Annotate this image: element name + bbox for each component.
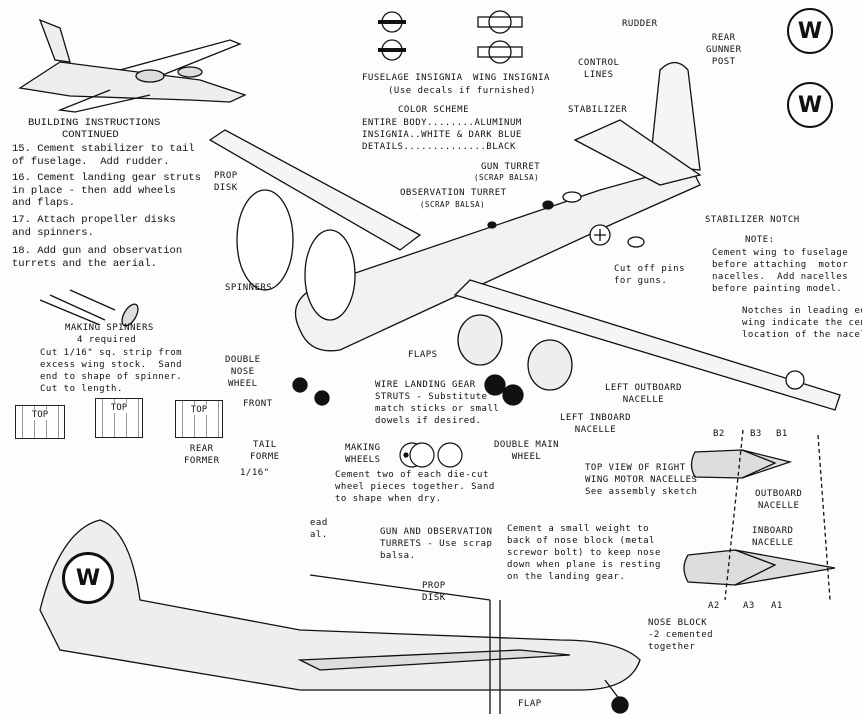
wheel-pieces-icon <box>399 442 463 468</box>
cut-off-text-fragment: ead al. <box>310 518 328 540</box>
b29-exploded-view-drawing <box>39 61 841 411</box>
nacelle-view-title: TOP VIEW OF RIGHT WING MOTOR NACELLES Se… <box>585 463 698 497</box>
w-decal-top: W <box>787 8 833 54</box>
left-outboard-nacelle-label: LEFT OUTBOARD NACELLE <box>605 383 682 405</box>
outboard-nacelle-label: OUTBOARD NACELLE <box>755 489 803 511</box>
instructions-subtitle: CONTINUED <box>62 129 119 141</box>
inboard-nacelle-label: INBOARD NACELLE <box>752 526 794 548</box>
rudder-label: RUDDER <box>622 19 658 29</box>
nose-block-label: NOSE BLOCK -2 cemented together <box>648 618 714 652</box>
flap-label: FLAP <box>518 699 542 709</box>
b1-label: B1 <box>776 429 788 439</box>
spinners-title: MAKING SPINNERS <box>65 323 154 333</box>
making-wheels-text: Cement two of each die-cut wheel pieces … <box>335 470 495 504</box>
double-main-wheel-label: DOUBLE MAIN WHEEL <box>494 440 560 462</box>
prop-disk-label-2: PROP DISK <box>422 581 446 603</box>
left-inboard-nacelle-label: LEFT INBOARD NACELLE <box>560 413 632 435</box>
weight-note: Cement a small weight to back of nose bl… <box>507 524 661 582</box>
gun-turret-label: GUN TURRET <box>481 162 541 172</box>
color-line-details: DETAILS..............BLACK <box>362 142 516 152</box>
stabilizer-notch-label: STABILIZER NOTCH <box>705 215 800 225</box>
decals-note: (Use decals if furnished) <box>388 86 536 96</box>
note-text: Cement wing to fuselage before attaching… <box>712 248 849 294</box>
rear-former-part: TOP <box>175 400 223 438</box>
instructions-title: BUILDING INSTRUCTIONS <box>28 117 161 129</box>
spinners-count: 4 required <box>77 335 137 345</box>
step-15: 15. Cement stabilizer to tail of fuselag… <box>12 143 195 168</box>
tail-former-label: TAIL FORME <box>250 440 280 462</box>
step-17: 17. Attach propeller disks and spinners. <box>12 214 176 239</box>
spinners-label: SPINNERS <box>225 283 273 293</box>
spinners-text: Cut 1/16" sq. strip from excess wing sto… <box>40 348 183 394</box>
w-tail-marking: W <box>62 552 114 604</box>
wire-gear-note: WIRE LANDING GEAR STRUTS - Substitute ma… <box>375 380 500 426</box>
b3-label: B3 <box>750 429 762 439</box>
notches-note: Notches in leading edge of wing indicate… <box>742 306 862 340</box>
former-top-1: TOP <box>15 405 65 439</box>
making-wheels-title: MAKING WHEELS <box>345 443 381 465</box>
top-label: TOP <box>185 405 213 415</box>
a2-label: A2 <box>708 601 720 611</box>
b29-side-view-drawing <box>39 519 641 714</box>
b29-thumbnail-drawing <box>18 18 247 113</box>
color-scheme-title: COLOR SCHEME <box>398 105 470 115</box>
observation-turret-label: OBSERVATION TURRET <box>400 188 507 198</box>
prop-disk-label: PROP DISK <box>214 171 238 193</box>
observation-turret-sub: (SCRAP BALSA) <box>420 200 486 209</box>
a1-label: A1 <box>771 601 783 611</box>
rear-former-label: REAR FORMER <box>184 444 220 466</box>
insignia-drawings <box>378 10 523 64</box>
a3-label: A3 <box>743 601 755 611</box>
wing-insignia-label: WING INSIGNIA <box>473 73 550 83</box>
cut-off-pins-label: Cut off pins for guns. <box>614 264 686 286</box>
top-label: TOP <box>105 403 133 413</box>
note-title: NOTE: <box>745 235 775 245</box>
color-line-body: ENTIRE BODY........ALUMINUM <box>362 118 522 128</box>
color-line-insignia: INSIGNIA..WHITE & DARK BLUE <box>362 130 522 140</box>
fuselage-insignia-label: FUSELAGE INSIGNIA <box>362 73 463 83</box>
step-18: 18. Add gun and observation turrets and … <box>12 245 183 270</box>
rear-gunner-post-label: REAR GUNNER POST <box>706 33 742 67</box>
step-16: 16. Cement landing gear struts in place … <box>12 172 202 209</box>
gun-obs-turrets-note: GUN AND OBSERVATION TURRETS - Use scrap … <box>380 527 493 561</box>
gun-turret-sub: (SCRAP BALSA) <box>474 173 540 182</box>
control-lines-label: CONTROL LINES <box>578 58 620 80</box>
thickness-label: 1/16" <box>240 468 270 478</box>
double-nose-wheel-label: DOUBLE NOSE WHEEL <box>225 355 261 389</box>
former-top-2: TOP <box>95 398 143 438</box>
nacelle-top-view-drawing <box>683 429 836 601</box>
flaps-label: FLAPS <box>408 350 438 360</box>
top-label: TOP <box>26 410 54 420</box>
stabilizer-label: STABILIZER <box>568 105 628 115</box>
b2-label: B2 <box>713 429 725 439</box>
w-decal-bottom: W <box>787 82 833 128</box>
front-label: FRONT <box>243 399 273 409</box>
